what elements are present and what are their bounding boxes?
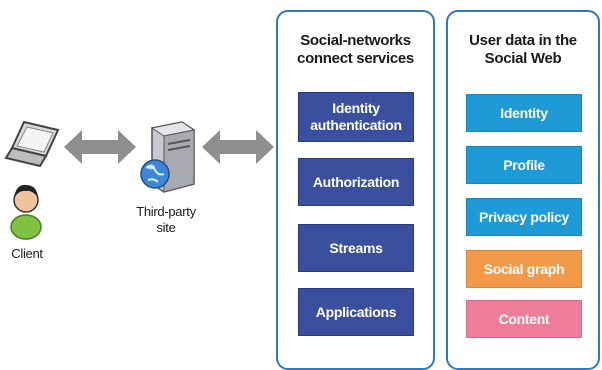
user-data-panel: User data in the Social Web Identity Pro… — [446, 10, 600, 370]
service-identity-authentication: Identity authentication — [298, 92, 414, 142]
double-arrow-icon — [64, 130, 136, 164]
connect-services-panel: Social-networks connect services Identit… — [276, 10, 435, 370]
user-icon — [10, 184, 42, 240]
user-data-profile: Profile — [466, 146, 582, 184]
laptop-icon — [4, 120, 60, 168]
client-label: Client — [11, 246, 43, 261]
service-applications: Applications — [298, 288, 414, 336]
user-data-content: Content — [466, 300, 582, 338]
double-arrow-icon — [202, 130, 274, 164]
user-data-privacy-policy: Privacy policy — [466, 198, 582, 236]
third-party-site-label: Third-party site — [136, 204, 196, 235]
service-authorization: Authorization — [298, 158, 414, 206]
service-streams: Streams — [298, 224, 414, 272]
connect-services-title: Social-networks connect services — [297, 32, 414, 67]
user-data-identity: Identity — [466, 94, 582, 132]
server-globe-icon — [140, 121, 196, 193]
user-data-title: User data in the Social Web — [469, 32, 577, 67]
user-data-social-graph: Social graph — [466, 250, 582, 288]
